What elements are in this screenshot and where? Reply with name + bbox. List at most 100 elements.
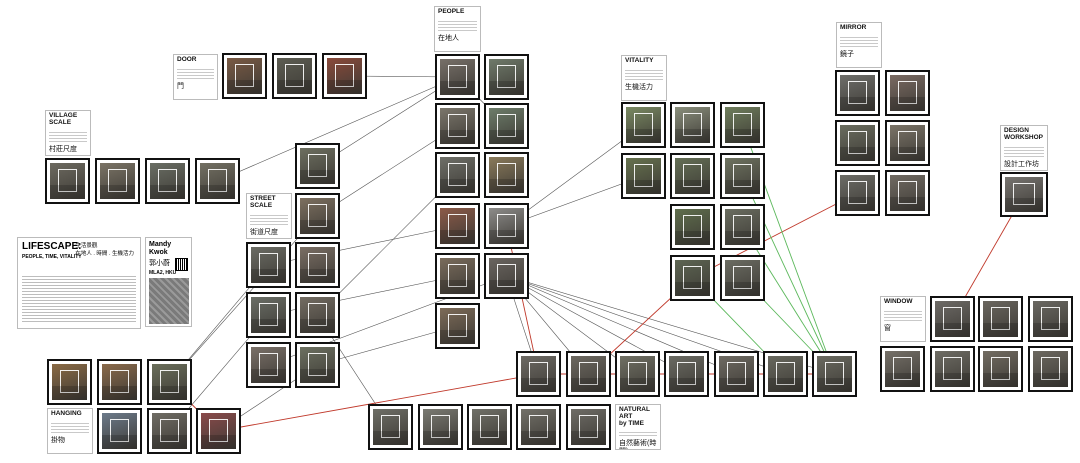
photo-vit-10[interactable] (720, 255, 765, 301)
photo-shade (935, 322, 970, 337)
photo-nat-10[interactable] (467, 404, 512, 450)
photo-people-3[interactable] (435, 103, 480, 149)
photo-win-1[interactable] (930, 296, 975, 342)
photo-people-6[interactable] (484, 152, 529, 198)
photo-shade (327, 79, 362, 94)
photo-people-11[interactable] (435, 303, 480, 349)
photo-people-4[interactable] (484, 103, 529, 149)
photo-shade (725, 281, 760, 296)
photo-people-5[interactable] (435, 152, 480, 198)
mirror-frame (307, 303, 328, 326)
photo-door-2[interactable] (272, 53, 317, 99)
photo-shade (300, 268, 335, 283)
photo-mir-1[interactable] (835, 70, 880, 116)
photo-nat-5[interactable] (714, 351, 759, 397)
photo-nat-3[interactable] (615, 351, 660, 397)
photo-door-1[interactable] (222, 53, 267, 99)
photo-people-9[interactable] (435, 253, 480, 299)
photo-nat-12[interactable] (566, 404, 611, 450)
photo-people-1[interactable] (435, 54, 480, 100)
photo-nat-6[interactable] (763, 351, 808, 397)
photo-people-7[interactable] (435, 203, 480, 249)
photo-mir-4[interactable] (885, 120, 930, 166)
photo-shade (890, 96, 925, 111)
photo-people-2[interactable] (484, 54, 529, 100)
photo-shade (300, 219, 335, 234)
mirror-frame (528, 362, 549, 385)
vitality-title: VITALITY (625, 57, 654, 64)
photo-nat-1[interactable] (516, 351, 561, 397)
photo-nat-8[interactable] (368, 404, 413, 450)
mirror-frame (109, 419, 130, 442)
photo-door-3[interactable] (322, 53, 367, 99)
photo-nat-4[interactable] (664, 351, 709, 397)
photo-image (52, 364, 87, 400)
village-cn: 村莊尺度 (49, 145, 77, 153)
lifescape-subtitle: PEOPLE, TIME, VITALITY (22, 254, 82, 260)
photo-nat-2[interactable] (566, 351, 611, 397)
photo-street-9[interactable] (295, 342, 340, 388)
photo-image (675, 209, 710, 245)
photo-vit-3[interactable] (720, 102, 765, 148)
photo-shade (201, 434, 236, 449)
photo-image (885, 351, 920, 387)
photo-win-4[interactable] (880, 346, 925, 392)
photo-street-6[interactable] (295, 292, 340, 338)
mirror-frame (258, 303, 279, 326)
photo-hang-2[interactable] (97, 359, 142, 405)
photo-nat-9[interactable] (418, 404, 463, 450)
photo-mir-6[interactable] (885, 170, 930, 216)
mirror-frame (234, 64, 255, 87)
photo-shade (150, 184, 185, 199)
photo-image (571, 356, 606, 392)
photo-mir-5[interactable] (835, 170, 880, 216)
photo-hang-5[interactable] (147, 408, 192, 454)
photo-image (817, 356, 852, 392)
mirror-frame (676, 362, 697, 385)
photo-vit-4[interactable] (621, 153, 666, 199)
photo-hang-3[interactable] (147, 359, 192, 405)
photo-vit-1[interactable] (621, 102, 666, 148)
photo-people-10[interactable] (484, 253, 529, 299)
photo-mir-3[interactable] (835, 120, 880, 166)
label-street-scale: STREET SCALE 街道尺度 (246, 193, 292, 239)
photo-village-1[interactable] (45, 158, 90, 204)
photo-hang-4[interactable] (97, 408, 142, 454)
photo-vit-6[interactable] (720, 153, 765, 199)
photo-mir-2[interactable] (885, 70, 930, 116)
label-design-workshop: DESIGN WORKSHOP 設計工作坊 (1000, 125, 1048, 171)
photo-street-8[interactable] (246, 342, 291, 388)
photo-vit-7[interactable] (670, 204, 715, 250)
photo-street-5[interactable] (246, 242, 291, 288)
photo-vit-5[interactable] (670, 153, 715, 199)
photo-nat-7[interactable] (812, 351, 857, 397)
photo-nat-11[interactable] (516, 404, 561, 450)
mirror-frame (307, 253, 328, 276)
photo-win-3[interactable] (1028, 296, 1073, 342)
photo-win-6[interactable] (978, 346, 1023, 392)
mirror-frame (496, 214, 517, 237)
photo-hang-6[interactable] (196, 408, 241, 454)
mirror-frame (633, 113, 654, 136)
photo-vit-2[interactable] (670, 102, 715, 148)
photo-shade (52, 385, 87, 400)
mirror-frame (726, 362, 747, 385)
photo-street-2[interactable] (295, 193, 340, 239)
photo-street-1[interactable] (295, 143, 340, 189)
photo-people-8[interactable] (484, 203, 529, 249)
photo-image (150, 163, 185, 199)
photo-vit-8[interactable] (720, 204, 765, 250)
photo-street-7[interactable] (246, 292, 291, 338)
photo-win-7[interactable] (1028, 346, 1073, 392)
photo-win-5[interactable] (930, 346, 975, 392)
photo-shade (251, 318, 286, 333)
window-cn: 窗 (884, 324, 891, 332)
photo-village-2[interactable] (95, 158, 140, 204)
photo-village-3[interactable] (145, 158, 190, 204)
photo-village-4[interactable] (195, 158, 240, 204)
photo-street-3[interactable] (295, 242, 340, 288)
photo-win-2[interactable] (978, 296, 1023, 342)
photo-vit-9[interactable] (670, 255, 715, 301)
photo-hang-1[interactable] (47, 359, 92, 405)
photo-ws-1[interactable] (1000, 172, 1048, 217)
